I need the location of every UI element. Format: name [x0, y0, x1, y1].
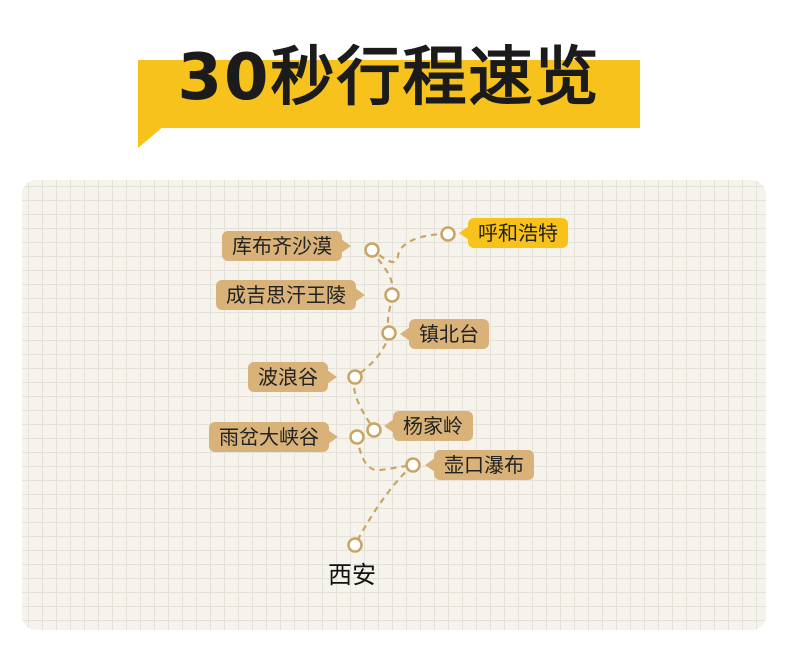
stop-markers [347, 226, 456, 553]
stop-label-yucha: 雨岔大峡谷 [209, 422, 338, 452]
title-banner-tail [138, 126, 164, 148]
map-panel [22, 180, 766, 630]
stop-label-hukou: 壶口瀑布 [425, 450, 534, 480]
stop-marker-zhenbeitai [381, 325, 397, 341]
page-title: 30秒行程速览 [177, 41, 601, 115]
stop-marker-genghis [384, 287, 400, 303]
stop-label-genghis: 成吉思汗王陵 [216, 280, 365, 310]
title-banner [138, 60, 640, 128]
stop-marker-xian [347, 537, 363, 553]
stop-label-wave-valley: 波浪谷 [248, 362, 337, 392]
route-line [352, 232, 449, 546]
stop-marker-yucha [349, 429, 365, 445]
stop-marker-kubuqi [364, 242, 380, 258]
stop-label-xian: 西安 [328, 561, 376, 589]
stop-marker-wave-valley [347, 369, 363, 385]
stop-label-zhenbeitai: 镇北台 [400, 319, 489, 349]
stop-marker-hukou [405, 457, 421, 473]
stop-marker-yangjialing [366, 422, 382, 438]
stop-label-hohhot: 呼和浩特 [459, 218, 568, 248]
stop-marker-hohhot [440, 226, 456, 242]
stop-label-yangjialing: 杨家岭 [384, 411, 473, 441]
stop-label-kubuqi: 库布齐沙漠 [222, 231, 351, 261]
